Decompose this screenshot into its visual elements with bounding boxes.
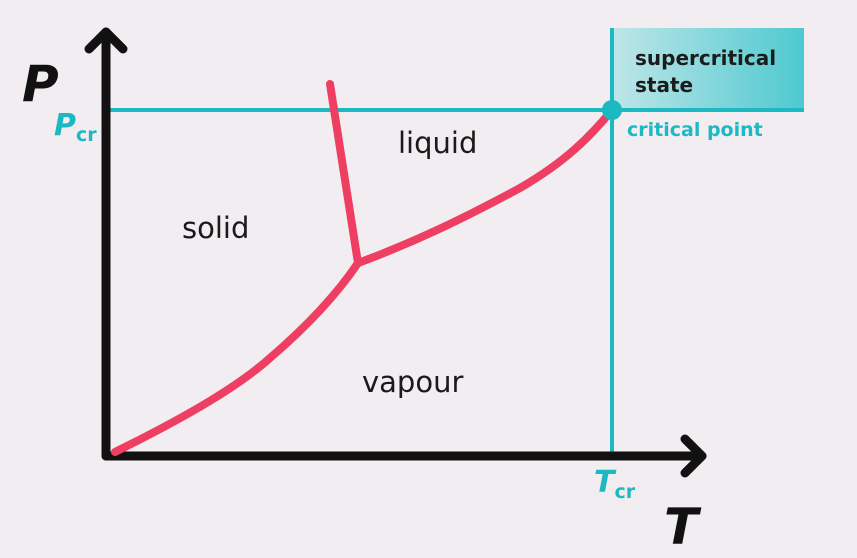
y-axis-arrowhead xyxy=(84,27,128,54)
sublimation-curve xyxy=(111,259,362,456)
critical-point-label: critical point xyxy=(627,119,763,141)
liquid-region-label: liquid xyxy=(398,126,477,160)
x-axis-arrowhead xyxy=(680,434,707,478)
axes xyxy=(84,27,707,478)
vapour-region-label: vapour xyxy=(362,365,463,399)
x-axis-label: T xyxy=(664,498,702,556)
solid-region-label: solid xyxy=(182,211,249,245)
supercritical-label-line2: state xyxy=(635,73,693,97)
critical-pressure-label: Pcr xyxy=(54,108,97,146)
critical-pressure-symbol: P xyxy=(54,108,76,143)
y-axis-label: P xyxy=(22,55,59,113)
supercritical-label-line1: supercritical xyxy=(635,46,776,70)
supercritical-region xyxy=(612,28,804,111)
critical-temperature-symbol: T xyxy=(594,465,617,500)
critical-point-marker xyxy=(602,100,622,120)
critical-temperature-subscript: cr xyxy=(614,481,635,503)
melting-curve xyxy=(326,80,362,267)
critical-temperature-label: Tcr xyxy=(594,465,636,503)
critical-pressure-subscript: cr xyxy=(76,124,97,146)
vaporization-curve xyxy=(354,106,616,267)
